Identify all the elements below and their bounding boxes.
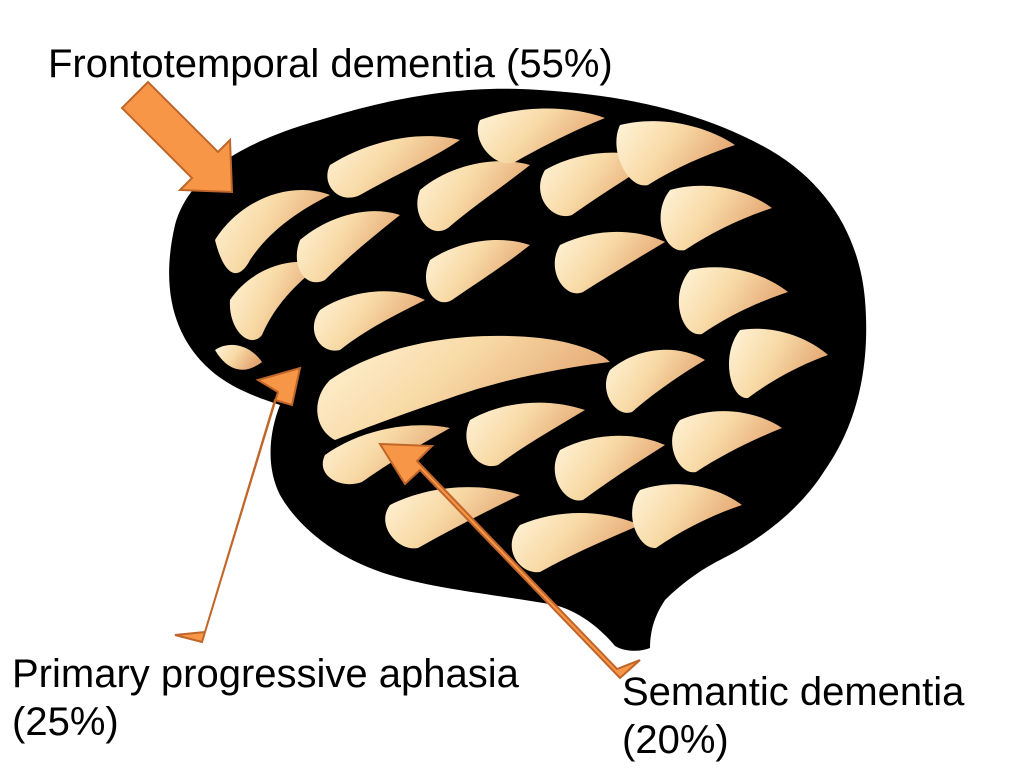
label-primary-progressive-aphasia: Primary progressive aphasia (25%): [12, 650, 519, 746]
label-semantic-dementia: Semantic dementia (20%): [622, 668, 964, 764]
label-frontotemporal-line1: Frontotemporal dementia (55%): [48, 42, 613, 86]
label-semantic-line1: Semantic dementia: [622, 670, 965, 714]
label-primary-progressive-line1: Primary progressive aphasia: [12, 652, 519, 696]
label-frontotemporal-dementia: Frontotemporal dementia (55%): [48, 40, 613, 88]
label-primary-progressive-line2: (25%): [12, 700, 119, 744]
arrow-frontotemporal: [120, 80, 234, 194]
label-semantic-line2: (20%): [622, 718, 729, 762]
brain-gyri: [215, 108, 828, 573]
arrow-primary-progressive: [174, 366, 302, 644]
arrow-semantic: [378, 442, 641, 680]
